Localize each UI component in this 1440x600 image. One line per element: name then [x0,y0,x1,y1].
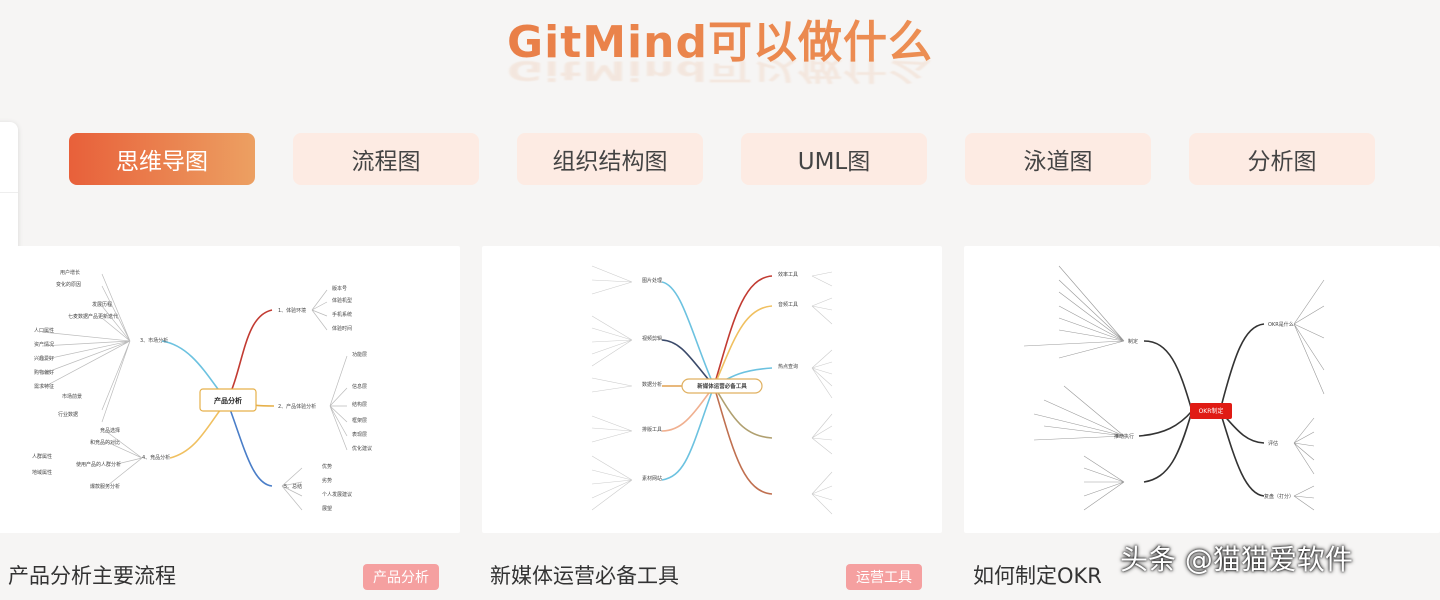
mindmap-branch-label: 效率工具 [778,271,798,278]
diagram-type-tabs: 思维导图 流程图 组织结构图 UML图 泳道图 分析图 [69,133,1379,185]
tab-analysis[interactable]: 分析图 [1189,133,1375,185]
mindmap-center-node: 产品分析 [214,396,242,405]
template-card-product-analysis[interactable]: 产品分析 1、体验环境 2、产品体验分析 3、市场分析 4、竞品分析 5、总结 … [0,246,460,533]
mindmap-leaf: 信息层 [352,383,367,390]
mindmap-leaf: 兴趣爱好 [34,355,54,362]
mindmap-branch-label: 3、市场分析 [140,337,168,344]
watermark-overlay: 头条 @猫猫爱软件 [1120,543,1353,576]
template-card-new-media-tools[interactable]: 新媒体运营必备工具 图片处理 视频剪辑 数据分析 排版工具 素材网站 效率工具 … [482,246,942,533]
mindmap-branch-label: OKR是什么 [1268,321,1294,328]
mindmap-leaf: 优化建议 [352,445,372,452]
mindmap-leaf: 结构层 [352,401,367,408]
mindmap-leaf: 体验时间 [332,325,352,332]
page-title: GitMind可以做什么 [0,6,1440,70]
mindmap-branch-label: 4、竞品分析 [142,454,170,461]
mindmap-leaf: 地域属性 [32,469,52,476]
mindmap-branch-label: 2、产品体验分析 [278,403,316,410]
mindmap-center-node: 新媒体运营必备工具 [697,382,747,390]
mindmap-leaf: 框架层 [352,417,367,424]
mindmap-branch-label: 排版工具 [642,426,662,433]
mindmap-leaf: 用户增长 [60,269,80,276]
mindmap-branch-label: 1、体验环境 [278,307,306,314]
tab-org-chart[interactable]: 组织结构图 [517,133,703,185]
card-caption[interactable]: 产品分析主要流程 [8,564,176,588]
mindmap-leaf: 人群属性 [32,453,52,460]
mindmap-leaf: 变化的原因 [56,281,81,288]
card-category-badge[interactable]: 产品分析 [363,564,439,590]
mindmap-preview-product-analysis: 产品分析 1、体验环境 2、产品体验分析 3、市场分析 4、竞品分析 5、总结 … [32,269,372,512]
mindmap-leaf: 个人发展建议 [322,491,352,498]
mindmap-leaf: 资产情况 [34,341,54,348]
mindmap-leaf: 行业数据 [58,411,78,418]
mindmap-leaf: 爆款服务分析 [90,483,120,490]
mindmap-center-node: OKR制定 [1199,407,1224,415]
mindmap-leaf: 竞品选择 [100,427,120,434]
mindmap-leaf: 发展历程 [92,301,112,308]
mindmap-branch-label: 制定 [1128,338,1138,345]
card-caption[interactable]: 如何制定OKR [973,564,1102,588]
mindmap-leaf: 需求特征 [34,383,54,390]
mindmap-branch-label: 图片处理 [642,277,662,284]
mindmap-leaf: 展望 [322,505,332,512]
mindmap-branch-label: 热点查询 [778,363,798,370]
tab-mindmap[interactable]: 思维导图 [69,133,255,185]
mindmap-branch-label: 5、总结 [284,483,302,490]
mindmap-leaf: 劣势 [322,477,332,484]
mindmap-leaf: 功能层 [352,351,367,358]
mindmap-leaf: 七麦数据产品更新迭代 [68,313,118,320]
mindmap-branch-label: 素材网站 [642,475,662,482]
mindmap-branch-label: 数据分析 [642,381,662,388]
card-caption[interactable]: 新媒体运营必备工具 [490,564,679,588]
mindmap-leaf: 体验机型 [332,297,352,304]
mindmap-preview-new-media-tools: 新媒体运营必备工具 图片处理 视频剪辑 数据分析 排版工具 素材网站 效率工具 … [591,265,833,515]
mindmap-branch-label: 推动执行 [1114,433,1134,440]
mindmap-leaf: 表现层 [352,431,367,438]
card-category-badge[interactable]: 运营工具 [846,564,922,590]
tab-swimlane[interactable]: 泳道图 [965,133,1151,185]
mindmap-leaf: 人口属性 [34,327,54,334]
mindmap-branch-label: 复盘（打分） [1264,493,1294,500]
mindmap-branch-label: 视频剪辑 [642,335,662,342]
mindmap-branch-label: 音频工具 [778,301,798,308]
side-panel-divider [0,192,18,193]
mindmap-leaf: 版本号 [332,285,347,292]
mindmap-branch-label: 评估 [1268,440,1278,447]
mindmap-leaf: 市场前景 [62,393,82,400]
mindmap-leaf: 手机系统 [332,311,352,318]
mindmap-leaf: 使用产品的人群分析 [76,461,121,468]
mindmap-preview-okr: OKR制定 OKR是什么 制定 推动执行 评估 复盘（打分） [1023,265,1325,511]
mindmap-leaf: 和竞品的对比 [90,439,120,446]
tab-uml[interactable]: UML图 [741,133,927,185]
page-header: GitMind可以做什么 GitMind可以做什么 [0,0,1440,90]
tab-flowchart[interactable]: 流程图 [293,133,479,185]
template-card-okr[interactable]: OKR制定 OKR是什么 制定 推动执行 评估 复盘（打分） [964,246,1440,533]
mindmap-leaf: 购物偏好 [34,369,54,376]
mindmap-leaf: 优势 [322,463,332,470]
